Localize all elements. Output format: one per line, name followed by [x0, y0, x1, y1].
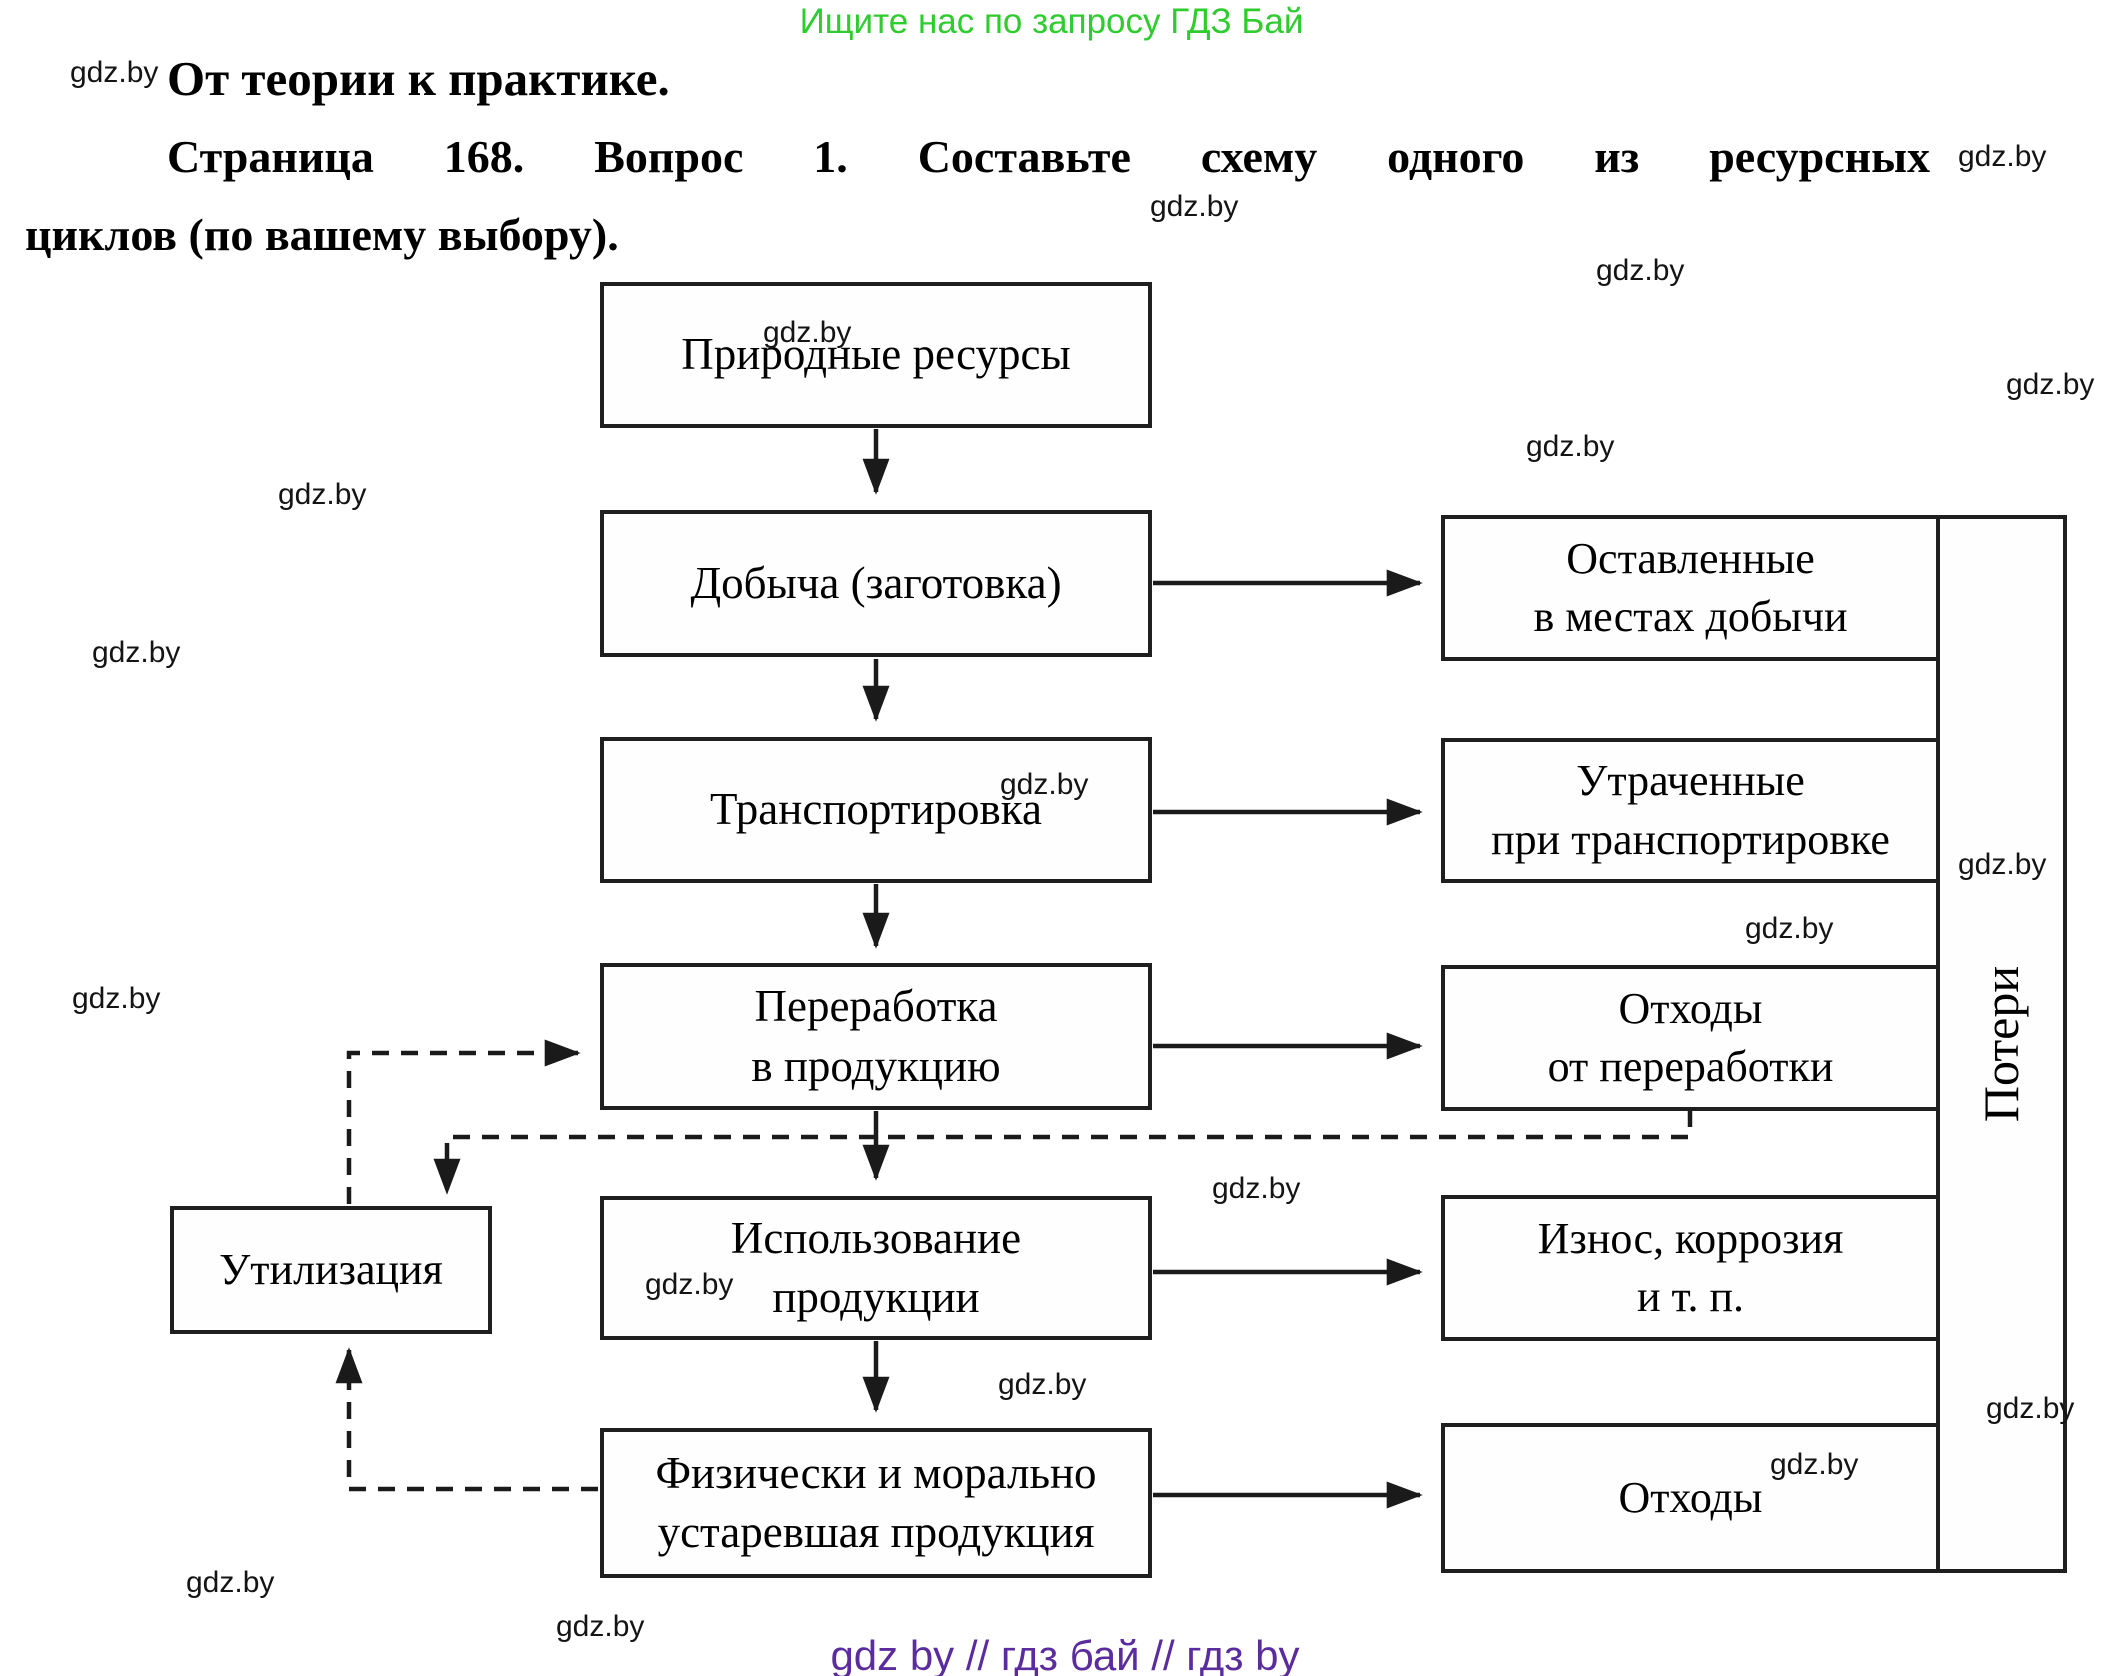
flow-box-obsolete-products: Физически и морально устаревшая продукци…: [600, 1428, 1152, 1578]
box-label: в местах добычи: [1533, 592, 1848, 641]
gdz-watermark: gdz.by: [2006, 368, 2095, 401]
losses-vertical-label: Потери: [1973, 965, 2030, 1123]
solid-flow-arrows: [862, 429, 1423, 1509]
gdz-watermark: gdz.by: [1596, 254, 1685, 287]
box-label: Переработка: [754, 981, 998, 1032]
gdz-watermark: gdz.by: [92, 636, 181, 669]
gdz-watermark: gdz.by: [1745, 912, 1834, 945]
gdz-watermark: gdz.by: [1770, 1448, 1859, 1481]
box-label: Природные ресурсы: [681, 329, 1071, 380]
page-title: От теории к практике.: [167, 51, 670, 106]
gdz-watermark: gdz.by: [645, 1268, 734, 1301]
box-label: Износ, коррозия: [1537, 1213, 1844, 1263]
gdz-watermark: gdz.by: [278, 478, 367, 511]
question-text-line1: Страница 168. Вопрос 1. Составьте схему …: [167, 131, 1930, 182]
flow-box-extraction: Добыча (заготовка): [600, 510, 1152, 657]
flow-box-usage: Использование продукции: [600, 1196, 1152, 1340]
gdz-watermark: gdz.by: [1986, 1392, 2075, 1425]
gdz-watermark: gdz.by: [1958, 140, 2047, 173]
gdz-watermark: gdz.by: [1150, 190, 1239, 223]
box-label: Транспортировка: [710, 784, 1042, 835]
promo-banner: Ищите нас по запросу ГДЗ Бай: [799, 2, 1304, 41]
gdz-watermark: gdz.by: [1000, 768, 1089, 801]
loss-box-lost-in-transit: Утраченные при транспортировке: [1441, 738, 1940, 883]
loss-box-processing-waste: Отходы от переработки: [1441, 965, 1940, 1111]
box-label: устаревшая продукция: [657, 1507, 1095, 1557]
question-text-line2: циклов (по вашему выбору).: [25, 209, 619, 260]
gdz-watermark: gdz.by: [1212, 1172, 1301, 1205]
box-label: Физически и морально: [655, 1447, 1097, 1498]
loss-box-left-at-extraction-sites: Оставленные в местах добычи: [1441, 515, 1940, 661]
box-label: Отходы: [1618, 1472, 1763, 1522]
box-label: Использование: [730, 1212, 1022, 1263]
box-label: и т. п.: [1636, 1272, 1744, 1321]
box-label: Утилизация: [219, 1244, 443, 1294]
gdz-watermark: gdz.by: [1526, 430, 1615, 463]
box-label: Утраченные: [1576, 756, 1805, 806]
gdz-watermark: gdz.by: [72, 982, 161, 1015]
box-label: в продукцию: [751, 1040, 1001, 1091]
gdz-watermark: gdz.by: [763, 316, 852, 349]
box-label: Оставленные: [1566, 533, 1815, 583]
flow-box-processing: Переработка в продукцию: [600, 963, 1152, 1110]
box-label: продукции: [772, 1272, 980, 1322]
flow-box-natural-resources: Природные ресурсы: [600, 282, 1152, 428]
loss-box-waste: Отходы: [1441, 1423, 1940, 1573]
gdz-watermark: gdz.by: [186, 1566, 275, 1599]
gdz-watermark: gdz.by: [70, 56, 159, 89]
dashed-recycle-arrows: [335, 1039, 1693, 1492]
flow-box-recycling: Утилизация: [170, 1206, 492, 1334]
box-label: Добыча (заготовка): [690, 557, 1062, 608]
flow-box-transportation: Транспортировка: [600, 737, 1152, 883]
gdz-watermark: gdz.by: [998, 1368, 1087, 1401]
footer-site-links: gdz by // гдз бай // гдз by: [830, 1632, 1300, 1676]
gdz-watermark: gdz.by: [556, 1610, 645, 1643]
gdz-watermark: gdz.by: [1958, 848, 2047, 881]
box-label: при транспортировке: [1491, 814, 1890, 864]
loss-box-wear-corrosion: Износ, коррозия и т. п.: [1441, 1195, 1940, 1341]
box-label: Отходы: [1618, 983, 1763, 1033]
box-label: от переработки: [1547, 1042, 1834, 1091]
losses-band: Потери: [1936, 515, 2067, 1573]
